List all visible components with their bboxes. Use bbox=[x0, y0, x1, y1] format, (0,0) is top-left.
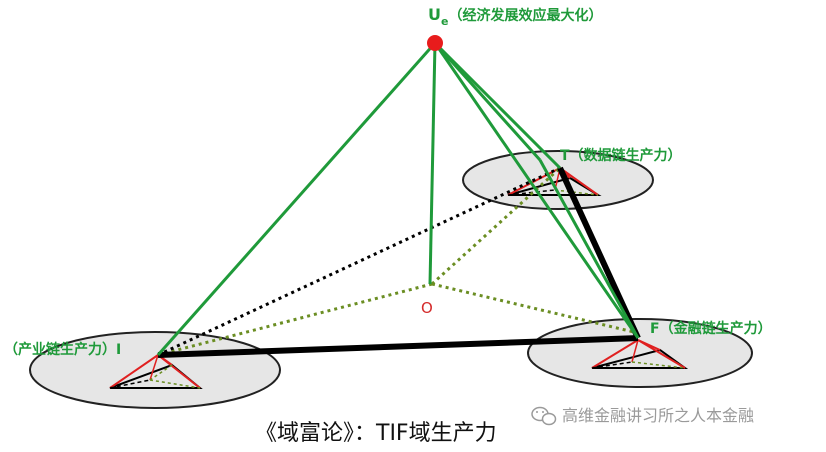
disc-f bbox=[527, 318, 753, 388]
edge-ue-t bbox=[433, 41, 562, 170]
apex-point-ue bbox=[427, 35, 443, 51]
dotted-edges bbox=[157, 166, 639, 357]
wechat-icon bbox=[531, 406, 557, 426]
mini-pyramid-f bbox=[591, 339, 689, 369]
watermark: 高维金融讲习所之人本金融 bbox=[531, 406, 754, 426]
base-edges bbox=[157, 166, 641, 358]
edge-i-f bbox=[157, 335, 639, 358]
watermark-text: 高维金融讲习所之人本金融 bbox=[562, 406, 754, 425]
edge-o-i bbox=[157, 282, 433, 357]
edge-o-f bbox=[431, 282, 639, 335]
apex-edges bbox=[156, 41, 640, 356]
edge-ue-i bbox=[156, 42, 437, 356]
mini-pyramid-i bbox=[109, 354, 203, 389]
label-f: F（金融链生产力） bbox=[650, 320, 772, 337]
label-ue: Ue（经济发展效应最大化） bbox=[428, 5, 602, 28]
edge-ue-o bbox=[428, 42, 437, 285]
edge-t-f bbox=[557, 166, 641, 340]
edge-t-f-green bbox=[538, 159, 640, 339]
label-i: （产业链生产力）I bbox=[4, 341, 121, 358]
label-o: O bbox=[421, 299, 433, 317]
label-t: T（数据链生产力） bbox=[560, 147, 682, 164]
edge-ue-f bbox=[433, 42, 640, 339]
edge-ue-f-2 bbox=[433, 41, 542, 162]
caption: 《域富论》：TIF域生产力 bbox=[255, 421, 497, 446]
edge-o-t bbox=[430, 166, 562, 286]
